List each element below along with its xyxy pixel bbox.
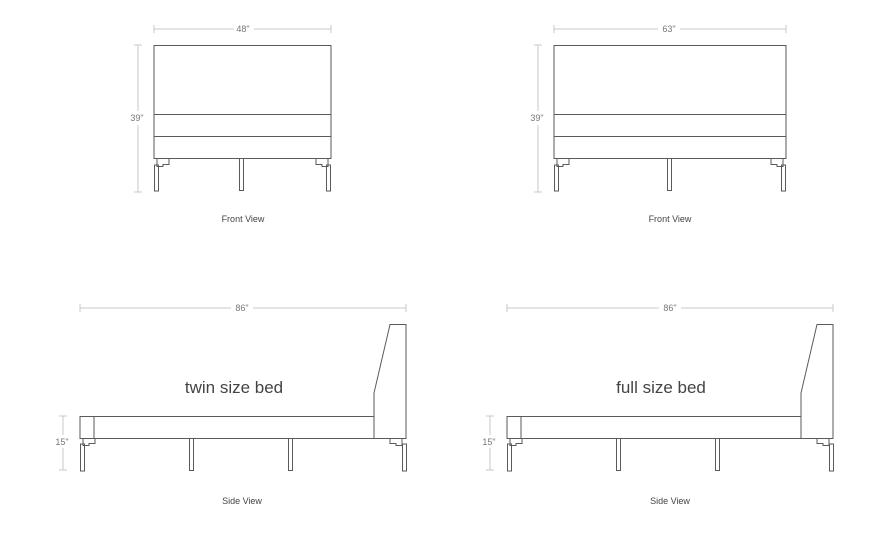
full-front-width-dimension: 63" xyxy=(553,24,787,34)
full-side-frame xyxy=(506,324,834,439)
twin-side-length-label: 86" xyxy=(235,303,248,313)
twin-side-caption: Side View xyxy=(222,496,262,506)
full-side-length-label: 86" xyxy=(663,303,676,313)
full-front-legs xyxy=(554,158,786,192)
twin-front-width-label: 48" xyxy=(236,24,249,34)
full-front-caption: Front View xyxy=(649,214,692,224)
twin-side-view: 86" 15" twin size bed Side View xyxy=(55,303,407,506)
twin-front-caption: Front View xyxy=(222,214,265,224)
full-side-height-dimension: 15" xyxy=(482,415,496,471)
twin-side-frame xyxy=(79,324,407,439)
full-front-height-dimension: 39" xyxy=(530,44,544,193)
full-front-view: 63" 39" Front View xyxy=(530,24,787,224)
full-side-caption: Side View xyxy=(650,496,690,506)
twin-side-legs xyxy=(80,438,407,472)
twin-front-height-dimension: 39" xyxy=(130,44,144,193)
twin-bed-title: twin size bed xyxy=(185,378,283,397)
full-side-legs xyxy=(507,438,834,472)
twin-side-length-dimension: 86" xyxy=(79,303,407,313)
twin-front-width-dimension: 48" xyxy=(153,24,332,34)
twin-front-legs xyxy=(154,158,331,192)
full-headboard xyxy=(553,45,787,159)
full-side-length-dimension: 86" xyxy=(506,303,834,313)
full-side-height-label: 15" xyxy=(482,437,495,447)
twin-side-height-dimension: 15" xyxy=(55,415,69,471)
twin-front-height-label: 39" xyxy=(130,113,143,123)
twin-headboard xyxy=(153,45,332,159)
full-front-width-label: 63" xyxy=(662,24,675,34)
full-bed-title: full size bed xyxy=(616,378,706,397)
full-front-height-label: 39" xyxy=(530,113,543,123)
twin-front-view: 48" 39" Front View xyxy=(130,24,332,224)
full-side-view: 86" 15" full size bed Side View xyxy=(482,303,834,506)
twin-side-height-label: 15" xyxy=(55,437,68,447)
